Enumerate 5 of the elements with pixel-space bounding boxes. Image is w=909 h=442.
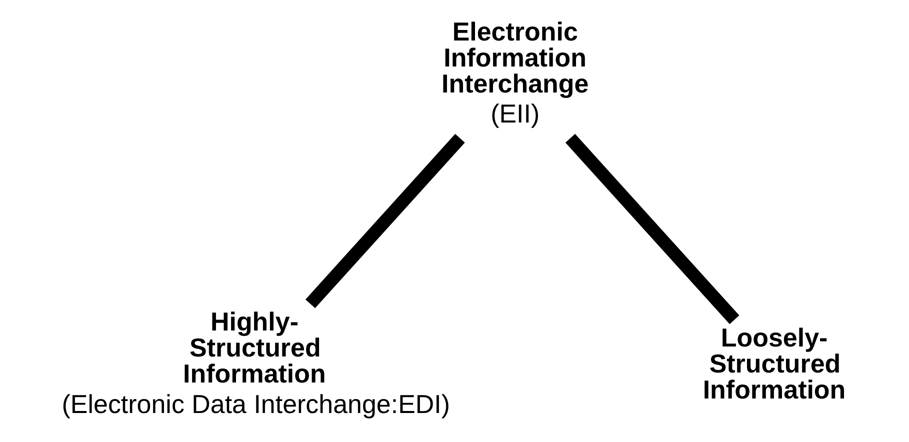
connector [565,134,740,324]
node-text: Electronic Information Interchange (EII) [442,16,589,129]
node-text: Highly-Structured Information (Electronic Data Interchange:EDI) [62,306,450,419]
connector [305,134,465,308]
node-text: Loosely-Structured Information [702,322,846,404]
